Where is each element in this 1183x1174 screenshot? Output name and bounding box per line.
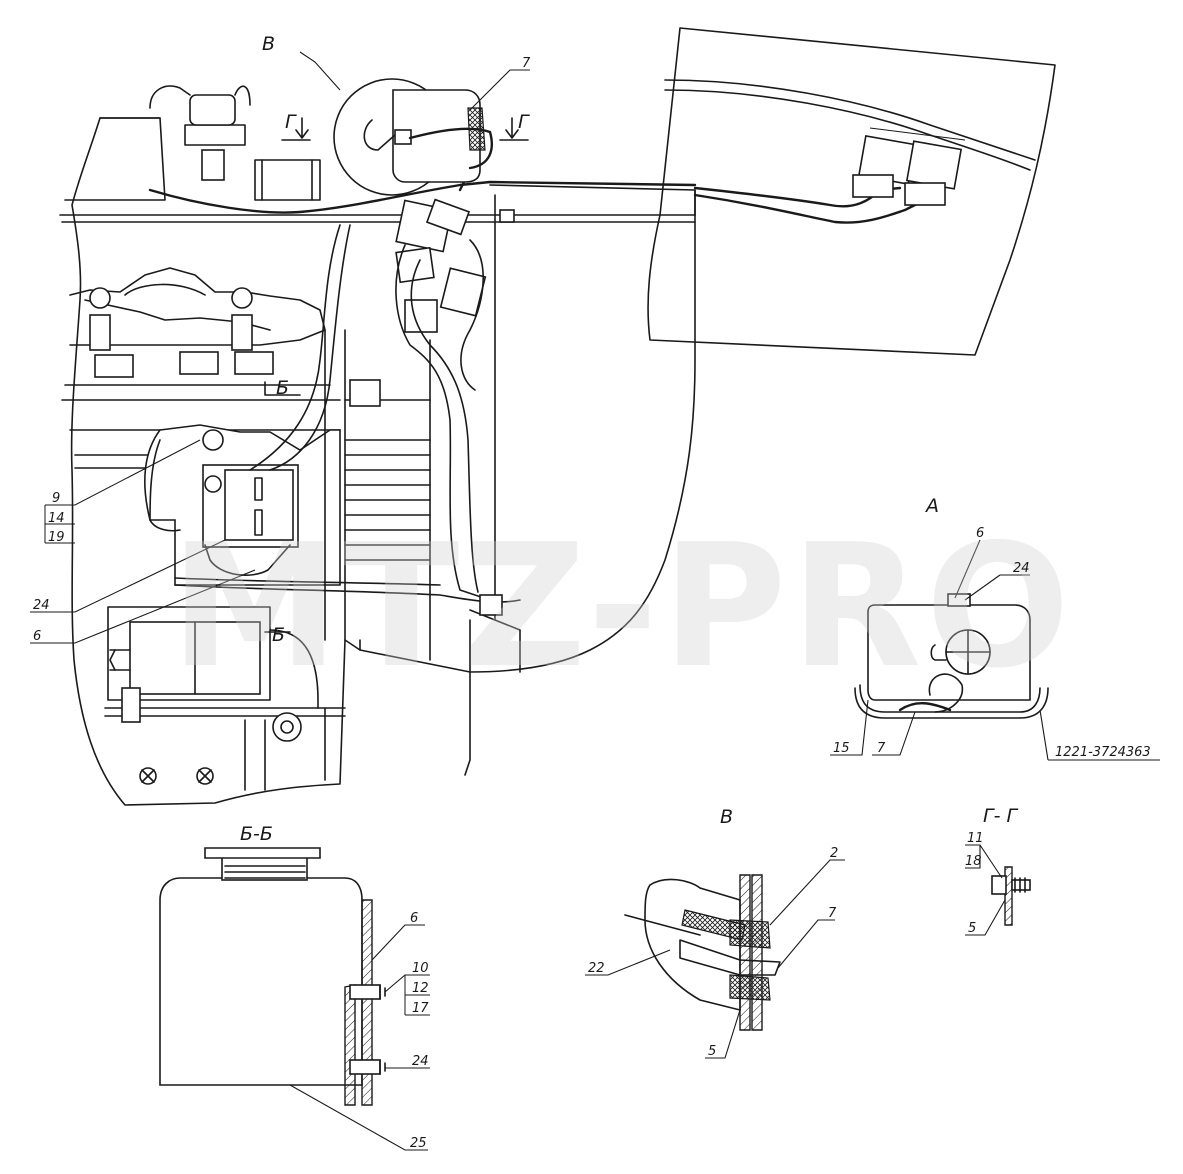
callout-24: 24 xyxy=(33,598,50,613)
watermark: MTZ-PRO xyxy=(170,508,1074,706)
callout-a-24: 24 xyxy=(1013,561,1030,576)
callout-19: 19 xyxy=(48,530,65,545)
cab-panel-view xyxy=(647,27,1056,356)
callout-a-part-number: 1221-3724363 xyxy=(1055,745,1151,760)
callout-6: 6 xyxy=(33,629,41,644)
callout-bb-17: 17 xyxy=(412,1001,429,1016)
view-label-v: В xyxy=(720,806,733,828)
main-assembly-view xyxy=(30,51,697,806)
callout-v-5: 5 xyxy=(708,1044,716,1059)
section-b-b xyxy=(159,847,430,1151)
detail-v xyxy=(585,859,845,1059)
section-arrow-b-top: Б xyxy=(276,377,289,399)
callout-bb-25: 25 xyxy=(410,1136,427,1151)
callout-9: 9 xyxy=(52,491,60,506)
section-arrow-g-right: Г xyxy=(518,111,530,133)
view-label-b-b: Б-Б xyxy=(240,823,273,845)
callout-a-7: 7 xyxy=(877,741,886,756)
callout-v-22: 22 xyxy=(588,961,605,976)
view-label-v-callout: В xyxy=(262,33,275,55)
view-a xyxy=(830,539,1160,761)
callout-bb-12: 12 xyxy=(412,981,429,996)
callout-g-11: 11 xyxy=(967,831,984,846)
callout-v-2: 2 xyxy=(830,846,838,861)
callout-a-6: 6 xyxy=(976,526,984,541)
callout-bb-24: 24 xyxy=(412,1054,429,1069)
callout-v-7: 7 xyxy=(828,906,837,921)
callout-bb-10: 10 xyxy=(412,961,429,976)
view-label-a: А xyxy=(924,495,939,517)
callout-g-5: 5 xyxy=(968,921,976,936)
section-g-g xyxy=(965,844,1031,936)
section-arrow-b-bottom: Б xyxy=(272,624,285,646)
section-arrow-g-left: Г xyxy=(285,111,297,133)
view-label-g-g: Г- Г xyxy=(983,805,1018,827)
callout-bb-6: 6 xyxy=(410,911,418,926)
callout-7: 7 xyxy=(522,56,531,71)
callout-g-18: 18 xyxy=(965,854,982,869)
callout-14: 14 xyxy=(48,511,65,526)
callout-a-15: 15 xyxy=(833,741,850,756)
